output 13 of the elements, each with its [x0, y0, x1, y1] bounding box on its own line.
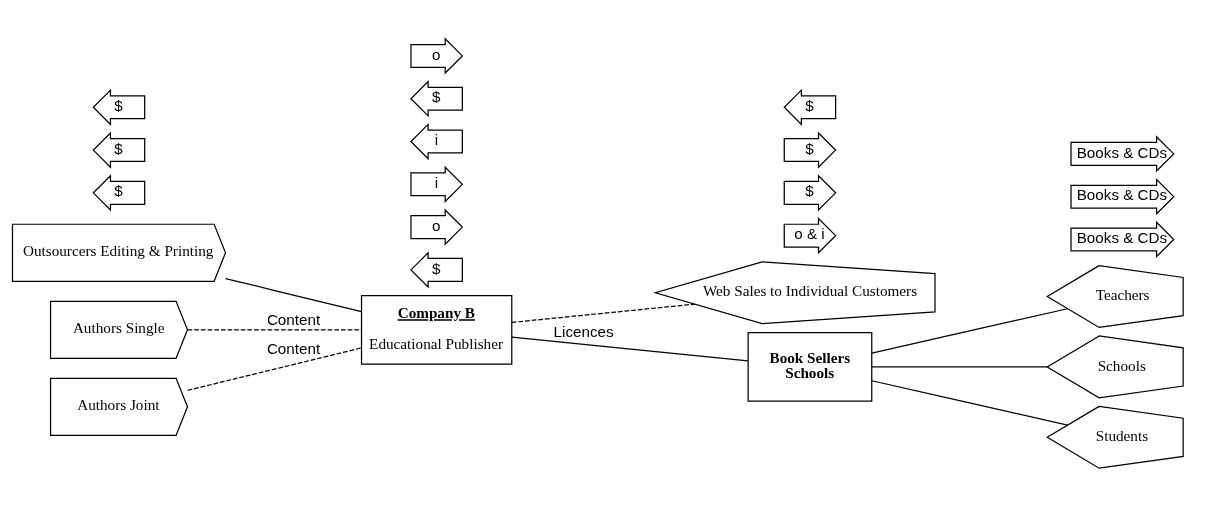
edge-label: Content: [266, 339, 321, 357]
edge-label: Content: [266, 310, 321, 328]
edge-label: Licences: [553, 322, 614, 340]
connector: [871, 307, 1069, 354]
connector: [511, 336, 749, 361]
connector: [224, 277, 362, 312]
connector: [871, 379, 1069, 426]
connector: [187, 328, 363, 330]
node-box: Book Sellers Schools: [747, 331, 873, 402]
connector: [187, 346, 363, 391]
connector: [871, 365, 1048, 368]
node-box: Company B Educational Publisher: [360, 294, 513, 365]
connector: [511, 303, 696, 323]
